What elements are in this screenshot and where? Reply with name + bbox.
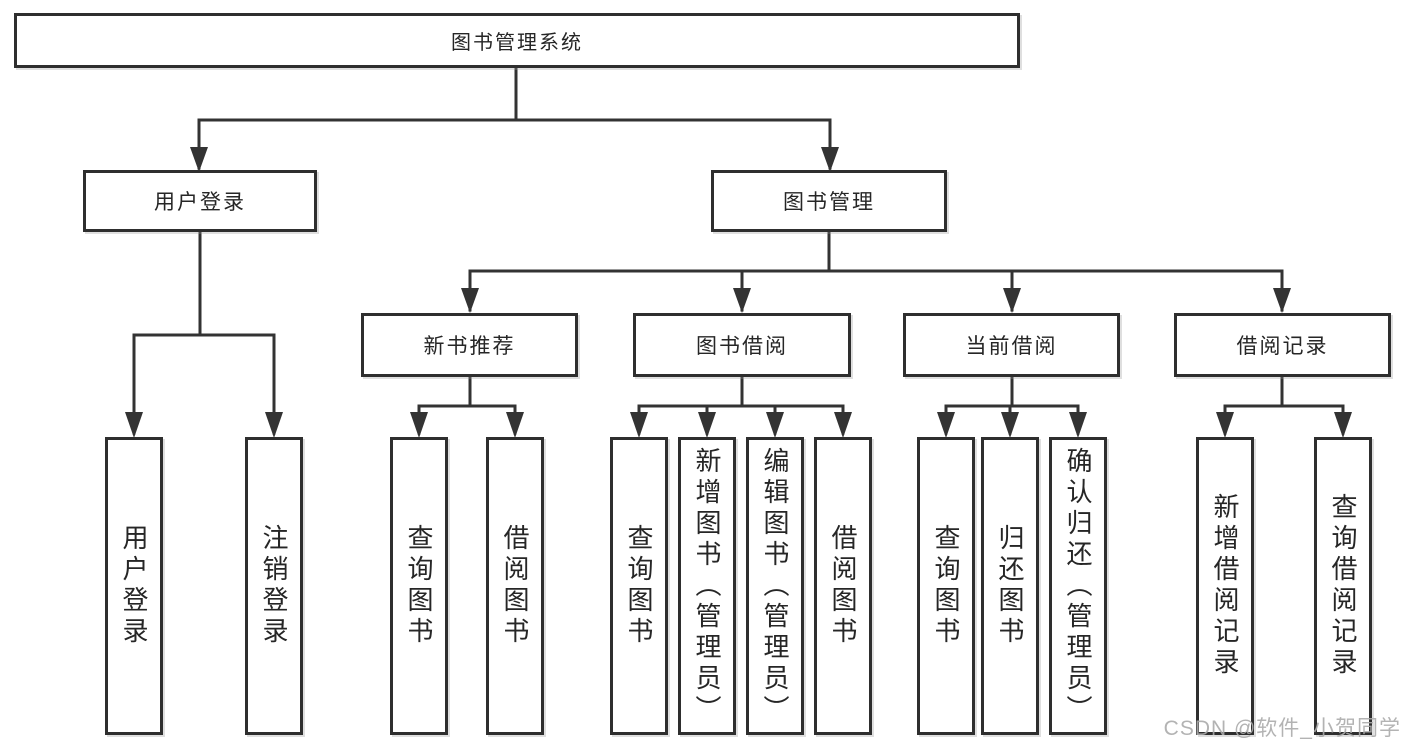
arrowhead-icon (698, 412, 716, 438)
arrowhead-icon (1001, 412, 1019, 438)
arrowhead-icon (1003, 288, 1021, 313)
leaf-add-borrow-record: 新增借阅记录 (1196, 437, 1254, 735)
leaf-label: 新增借阅记录 (1210, 493, 1240, 679)
node-label: 用户登录 (154, 191, 246, 214)
arrowhead-icon (1334, 412, 1352, 438)
csdn-watermark: CSDN @软件_小贺同学 (1163, 717, 1401, 740)
node-borrowing-records: 借阅记录 (1174, 313, 1391, 377)
node-library-management-system: 图书管理系统 (14, 13, 1020, 68)
leaf-user-login: 用户登录 (105, 437, 163, 735)
arrowhead-icon (1273, 288, 1291, 313)
leaf-search-borrow-record: 查询借阅记录 (1314, 437, 1372, 735)
leaf-search-books-borrow: 查询图书 (610, 437, 668, 735)
node-label: 图书管理系统 (451, 32, 583, 54)
node-current-borrowing: 当前借阅 (903, 313, 1120, 377)
leaf-logout: 注销登录 (245, 437, 303, 735)
leaf-label: 查询借阅记录 (1328, 493, 1358, 679)
arrowhead-icon (125, 412, 143, 438)
leaf-label: 查询图书 (404, 524, 434, 648)
arrowhead-icon (937, 412, 955, 438)
leaf-label: 确认归还（管理员） (1063, 446, 1093, 726)
node-book-management: 图书管理 (711, 170, 947, 232)
leaf-label: 查询图书 (931, 524, 961, 648)
arrowhead-icon (190, 147, 208, 172)
arrowhead-icon (410, 412, 428, 438)
leaf-confirm-return-admin: 确认归还（管理员） (1049, 437, 1107, 735)
node-book-borrowing: 图书借阅 (633, 313, 851, 377)
arrowhead-icon (1216, 412, 1234, 438)
leaf-search-books-recommend: 查询图书 (390, 437, 448, 735)
arrowhead-icon (630, 412, 648, 438)
arrowhead-icon (461, 288, 479, 313)
leaf-search-books-current: 查询图书 (917, 437, 975, 735)
leaf-edit-book-admin: 编辑图书（管理员） (746, 437, 804, 735)
leaf-label: 用户登录 (119, 524, 149, 648)
leaf-label: 借阅图书 (500, 524, 530, 648)
leaf-label: 借阅图书 (828, 524, 858, 648)
leaf-label: 归还图书 (995, 524, 1025, 648)
arrowhead-icon (506, 412, 524, 438)
node-user-login: 用户登录 (83, 170, 317, 232)
node-label: 图书管理 (783, 191, 875, 214)
arrowhead-icon (834, 412, 852, 438)
node-label: 借阅记录 (1236, 335, 1329, 358)
leaf-label: 注销登录 (259, 524, 289, 648)
leaf-return-book: 归还图书 (981, 437, 1039, 735)
leaf-label: 编辑图书（管理员） (760, 446, 790, 726)
node-label: 当前借阅 (965, 335, 1058, 358)
leaf-borrow-books-recommend: 借阅图书 (486, 437, 544, 735)
node-label: 图书借阅 (696, 335, 788, 358)
tree-connector-path (132, 66, 1345, 435)
leaf-label: 新增图书（管理员） (692, 446, 722, 726)
arrowhead-icon (265, 412, 283, 438)
arrowhead-icon (1069, 412, 1087, 438)
leaf-label: 查询图书 (624, 524, 654, 648)
node-label: 新书推荐 (423, 335, 516, 358)
leaf-borrow-books: 借阅图书 (814, 437, 872, 735)
arrowhead-icon (733, 288, 751, 313)
arrowhead-icon (766, 412, 784, 438)
leaf-add-book-admin: 新增图书（管理员） (678, 437, 736, 735)
node-new-book-recommend: 新书推荐 (361, 313, 578, 377)
arrowhead-icon (821, 147, 839, 172)
